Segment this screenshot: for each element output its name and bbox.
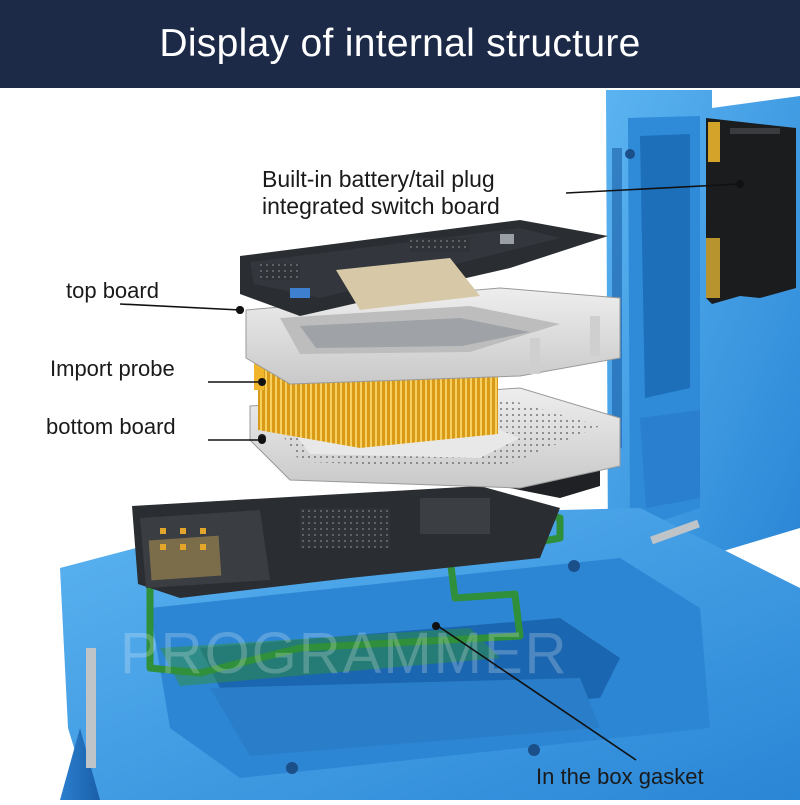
label-battery-line2: integrated switch board <box>262 193 500 219</box>
leader-lines <box>119 183 741 761</box>
header-banner: Display of internal structure <box>0 0 800 88</box>
watermark-text: PROGRAMMER <box>120 621 569 686</box>
logic-board-upper <box>240 220 608 316</box>
logic-board-lower <box>132 486 560 598</box>
flip-lid <box>606 90 800 568</box>
label-battery-switch-board: Built-in battery/tail plug integrated sw… <box>262 166 500 220</box>
top-plate <box>236 287 621 385</box>
exploded-view-scene: PROGRAMMER Built-in battery/tail plug in… <box>0 88 800 800</box>
label-gasket: In the box gasket <box>536 764 704 789</box>
label-battery-line1: Built-in battery/tail plug <box>262 166 495 192</box>
fixture-illustration: PROGRAMMER <box>60 90 800 800</box>
label-top-board: top board <box>66 278 159 303</box>
label-import-probe: Import probe <box>50 356 175 381</box>
page-title: Display of internal structure <box>159 22 641 65</box>
leader-dots <box>236 180 744 630</box>
label-bottom-board: bottom board <box>46 414 176 439</box>
